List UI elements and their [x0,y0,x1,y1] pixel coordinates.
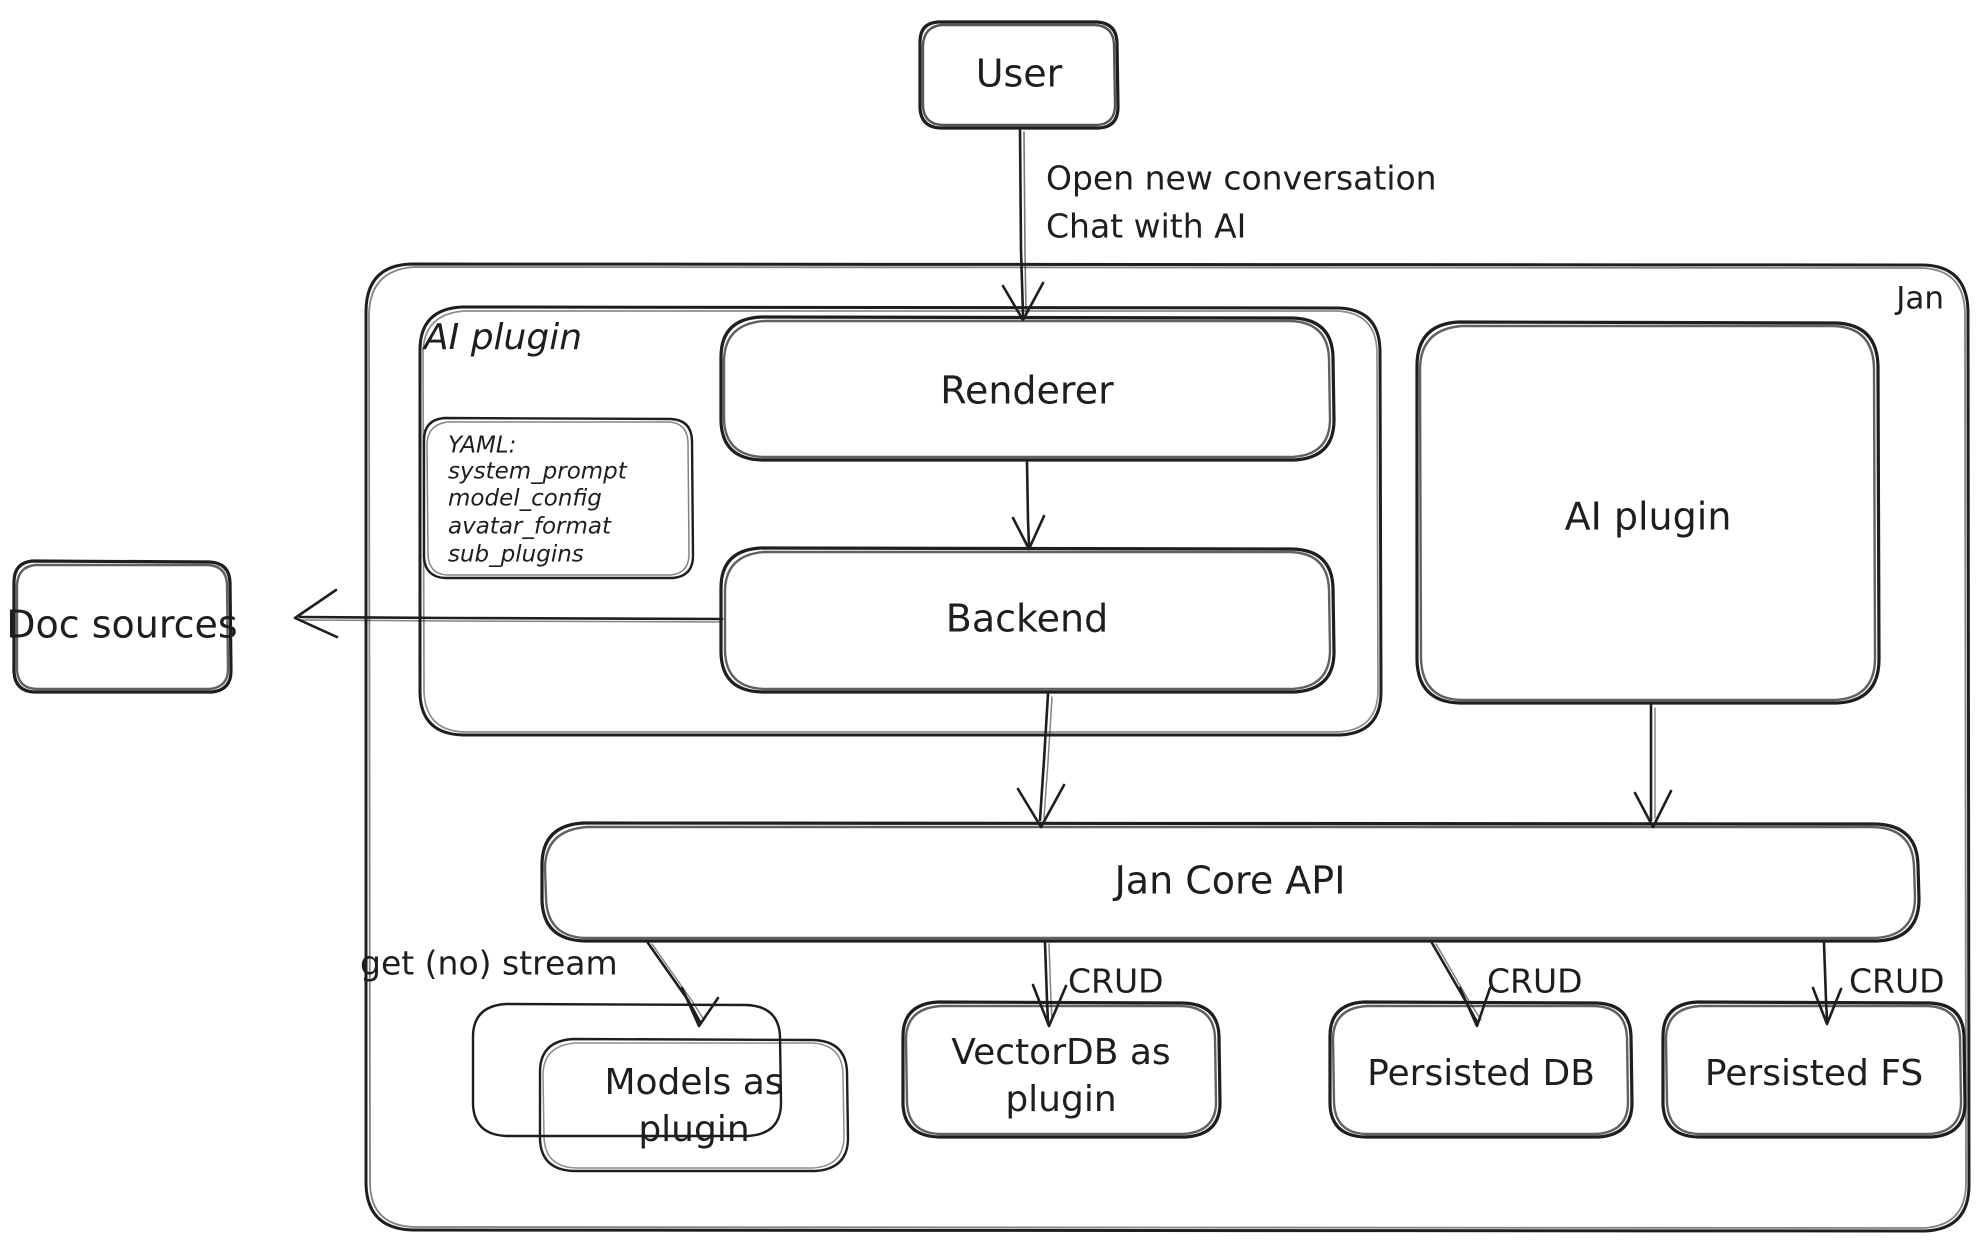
edge-core-api-to-persisted-db [1430,941,1492,1028]
yaml-title: YAML: [448,433,516,459]
node-persisted-db-label: Persisted DB [1367,1053,1595,1094]
node-renderer-label: Renderer [940,369,1114,413]
edge-core-api-to-vectordb [1031,941,1068,1028]
edge-backend-to-doc-sources [293,588,724,639]
node-jan-core-api-label: Jan Core API [1113,859,1346,903]
node-vectordb-label-line1: VectorDB as [951,1032,1170,1073]
edge-label-get-no-stream: get (no) stream [360,944,618,983]
node-models-label-line2: plugin [638,1109,749,1150]
edge-label-crud-persisted-fs: CRUD [1849,962,1945,1001]
node-doc-sources[interactable]: Doc sources [6,559,238,694]
node-ai-plugin-label: AI plugin [1565,495,1732,539]
node-ai-plugin[interactable]: AI plugin [1415,320,1881,705]
yaml-key-model-config: model_config [448,486,602,512]
container-ai-plugin-group: AI plugin [418,305,1383,737]
edge-user-to-renderer [1001,128,1045,322]
container-ai-plugin-group-label: AI plugin [422,317,582,358]
edge-core-api-to-models [646,941,720,1028]
node-vectordb-label-line2: plugin [1005,1079,1116,1120]
node-persisted-db[interactable]: Persisted DB [1328,1000,1634,1139]
node-persisted-fs-label: Persisted FS [1705,1053,1923,1094]
yaml-key-avatar-format: avatar_format [448,514,612,540]
node-jan-core-api[interactable]: Jan Core API [540,821,1921,943]
yaml-key-sub-plugins: sub_plugins [448,542,584,568]
edge-renderer-to-backend [1011,460,1046,551]
edge-backend-to-core-api [1016,692,1066,829]
edge-label-user-renderer-line2: Chat with AI [1046,207,1246,246]
edge-label-crud-vectordb: CRUD [1068,962,1164,1001]
edge-label-crud-persisted-db: CRUD [1487,962,1583,1001]
edge-ai-plugin-to-core-api [1633,703,1673,829]
yaml-key-system-prompt: system_prompt [448,459,628,485]
container-jan: Jan [364,262,1971,1233]
node-user-label: User [976,52,1063,96]
node-backend-label: Backend [946,597,1108,641]
node-user[interactable]: User [918,20,1120,130]
node-vectordb-as-plugin[interactable]: VectorDB as plugin [901,1000,1222,1139]
edge-core-api-to-persisted-fs [1811,941,1843,1026]
node-doc-sources-label: Doc sources [6,603,237,647]
node-persisted-fs[interactable]: Persisted FS [1661,1000,1967,1139]
node-renderer[interactable]: Renderer [719,315,1336,462]
edge-label-user-renderer-line1: Open new conversation [1046,159,1437,198]
node-models-as-plugin[interactable]: Models as plugin [471,1002,850,1173]
card-yaml-config: YAML: system_prompt model_config avatar_… [422,416,695,580]
node-models-label-line1: Models as [604,1062,783,1103]
container-jan-label: Jan [1894,281,1944,317]
node-backend[interactable]: Backend [719,546,1336,694]
